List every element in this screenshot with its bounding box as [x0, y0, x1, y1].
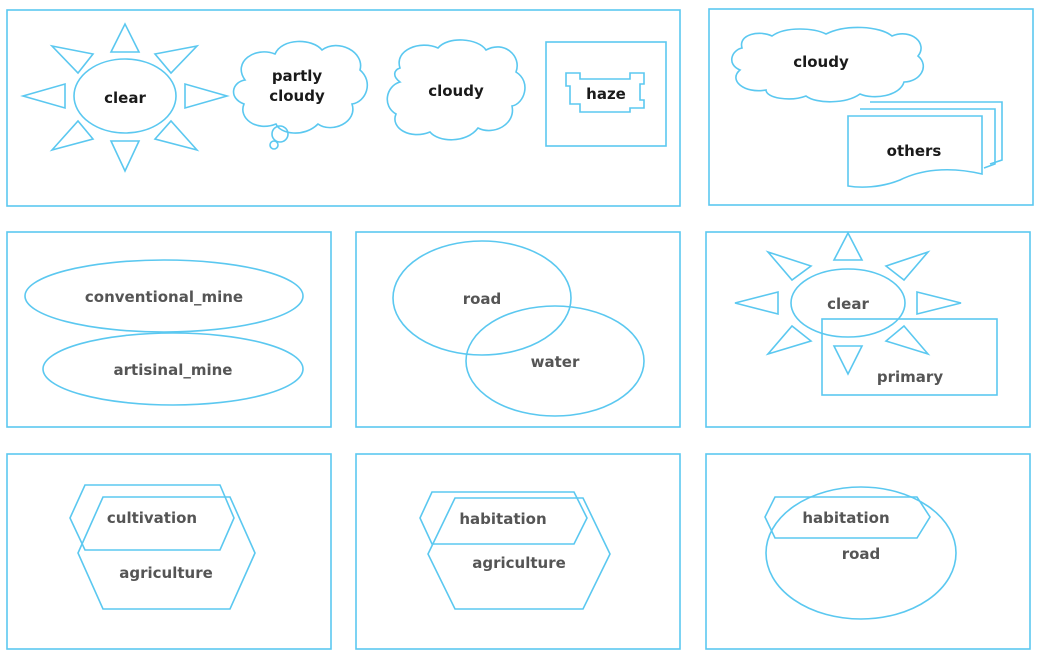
primary-label: primary: [877, 368, 943, 386]
artisinal-mine-ellipse: [42, 332, 304, 406]
primary-box: [821, 318, 998, 396]
haze-frame: [545, 41, 667, 147]
habitation-hexagon: [419, 491, 588, 545]
panel-mines-frame: [6, 231, 332, 428]
habitation-label: habitation: [459, 510, 546, 528]
panel-road-water-frame: [355, 231, 681, 428]
road-ellipse: [392, 240, 572, 356]
sun-clear-icon: [734, 231, 962, 376]
partly-cloudy-label-line1: partly: [272, 67, 323, 85]
panel-cultivation-agriculture-frame: [6, 453, 332, 650]
agriculture-hexagon: [77, 496, 256, 610]
water-ellipse: [465, 305, 645, 417]
panel-habitation-road: habitation road: [705, 453, 1031, 650]
haze-label: haze: [586, 85, 626, 103]
panel-habitation-agriculture-frame: [355, 453, 681, 650]
panel-cloudy-others-frame: [708, 8, 1034, 206]
clear-label: clear: [104, 89, 146, 107]
panel-cloudy-others: cloudy others: [708, 8, 1034, 206]
panel-weather: clear partly cloudy cloudy haze: [6, 9, 681, 207]
panel-habitation-agriculture: habitation agriculture: [355, 453, 681, 650]
agriculture-hexagon: [427, 497, 611, 610]
clear-label: clear: [827, 295, 869, 313]
road-ellipse: [765, 486, 957, 620]
sun-clear-icon: [20, 22, 230, 173]
conventional-mine-label: conventional_mine: [85, 288, 243, 306]
panel-road-water: road water: [355, 231, 681, 428]
cloudy-cloud-icon: [386, 39, 526, 141]
habitation-hexagon: [764, 496, 931, 539]
water-label: water: [531, 353, 580, 371]
others-label: others: [887, 142, 942, 160]
road-label: road: [463, 290, 502, 308]
cultivation-label: cultivation: [107, 509, 197, 527]
cloudy-label: cloudy: [428, 82, 484, 100]
road-label: road: [842, 545, 881, 563]
panel-cultivation-agriculture: cultivation agriculture: [6, 453, 332, 650]
cloudy-label: cloudy: [793, 53, 849, 71]
artisinal-mine-label: artisinal_mine: [114, 361, 233, 379]
partly-cloudy-icon: [232, 40, 369, 150]
agriculture-label: agriculture: [119, 564, 213, 582]
multi-document-icon: [847, 101, 1003, 188]
cloudy-cloud-icon: [731, 26, 924, 103]
panel-clear-primary-frame: [705, 231, 1031, 428]
panel-mines: conventional_mine artisinal_mine: [6, 231, 332, 428]
cultivation-hexagon: [69, 484, 235, 551]
partly-cloudy-label-line2: cloudy: [269, 87, 325, 105]
panel-weather-frame: [6, 9, 681, 207]
habitation-label: habitation: [802, 509, 889, 527]
haze-scroll-icon: [565, 72, 645, 113]
conventional-mine-ellipse: [24, 259, 304, 333]
agriculture-label: agriculture: [472, 554, 566, 572]
panel-habitation-road-frame: [705, 453, 1031, 650]
panel-clear-primary: clear primary: [705, 231, 1031, 428]
